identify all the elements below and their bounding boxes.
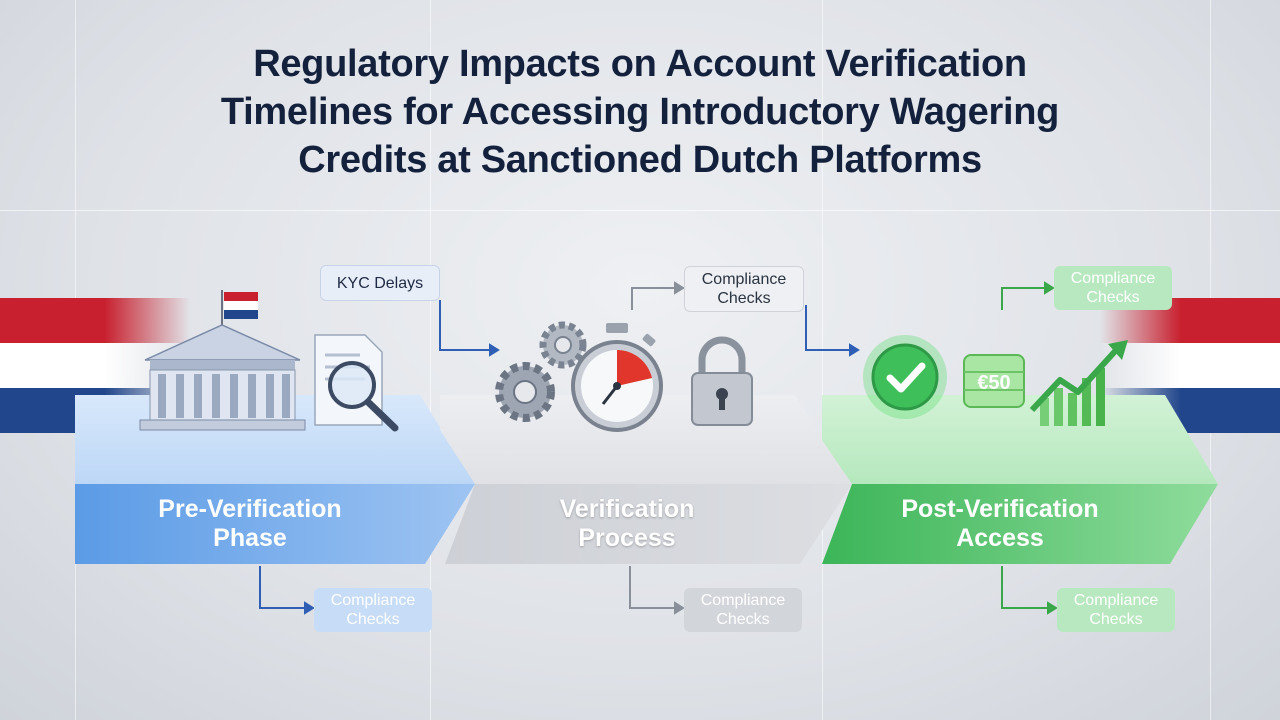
netherlands-flag-icon xyxy=(221,290,258,330)
callout-text: KYC Delays xyxy=(336,274,424,292)
government-building-icon xyxy=(139,324,306,431)
phase-pre-verification: Pre-Verification Phase xyxy=(135,484,365,564)
flag-stripe-red-left xyxy=(0,298,190,343)
chevron-verif-bottom xyxy=(445,484,852,564)
chevron-pre-bottom xyxy=(75,484,475,564)
connector-verification-top xyxy=(631,281,685,310)
title-line-2: Timelines for Accessing Introductory Wag… xyxy=(220,91,1060,133)
gears-icon xyxy=(495,321,587,422)
credit-card-icon: €50 xyxy=(963,354,1025,408)
phase-verification: Verification Process xyxy=(512,484,742,564)
phase-label: Pre-Verification Phase xyxy=(158,495,342,552)
page-title: Regulatory Impacts on Account Verificati… xyxy=(90,40,1190,184)
callout-text: Compliance Checks xyxy=(701,271,787,307)
compliance-checks-post-bottom: Compliance Checks xyxy=(1057,588,1175,632)
stopwatch-icon xyxy=(571,323,663,432)
chevron-post-bottom xyxy=(822,484,1218,564)
title-line-1: Regulatory Impacts on Account Verificati… xyxy=(253,43,1027,85)
connector-post-bottom xyxy=(1001,566,1058,615)
connector-verification-bottom xyxy=(629,566,685,615)
callout-text: Compliance Checks xyxy=(700,592,786,628)
compliance-checks-verification-top: Compliance Checks xyxy=(684,266,804,312)
grid-line xyxy=(0,210,1280,211)
title-line-3: Credits at Sanctioned Dutch Platforms xyxy=(298,139,982,181)
connector-kyc xyxy=(439,300,500,357)
callout-text: Compliance Checks xyxy=(1070,270,1156,306)
compliance-checks-post-top: Compliance Checks xyxy=(1054,266,1172,310)
connector-verification-right xyxy=(805,305,860,357)
checkmark-icon xyxy=(863,335,947,419)
callout-text: Compliance Checks xyxy=(330,592,416,628)
phase-label: Post-Verification Access xyxy=(901,495,1099,552)
credit-card-amount: €50 xyxy=(977,372,1010,394)
kyc-delays-callout: KYC Delays xyxy=(320,265,440,301)
compliance-checks-verification-bottom: Compliance Checks xyxy=(684,588,802,632)
phase-post-verification: Post-Verification Access xyxy=(880,484,1120,564)
flag-stripe-white-right xyxy=(1100,343,1280,388)
compliance-checks-pre-bottom: Compliance Checks xyxy=(314,588,432,632)
grid-line xyxy=(430,0,431,720)
chevron-post-top xyxy=(822,395,1218,484)
callout-text: Compliance Checks xyxy=(1073,592,1159,628)
growth-chart-icon xyxy=(1029,340,1128,426)
document-magnifier-icon xyxy=(314,334,399,432)
connector-pre-bottom xyxy=(259,566,315,615)
phase-label: Verification Process xyxy=(559,495,695,552)
grid-line xyxy=(822,0,823,720)
padlock-icon xyxy=(691,336,753,426)
connector-post-top xyxy=(1001,281,1055,310)
